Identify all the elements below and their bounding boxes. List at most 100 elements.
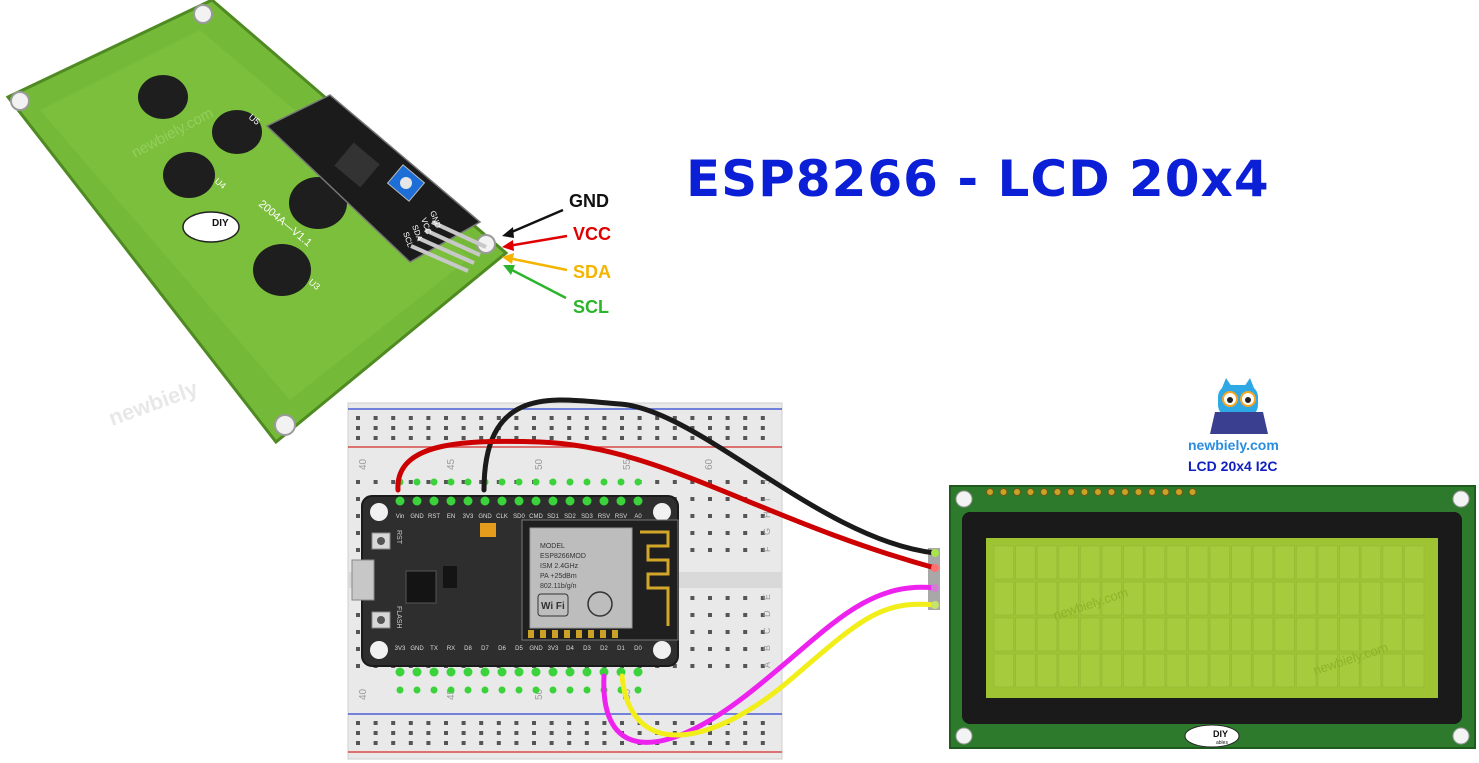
wire-end xyxy=(931,584,939,592)
module-pad xyxy=(576,630,582,638)
lcd-caption: LCD 20x4 I2C xyxy=(1188,458,1278,474)
breadboard-hole xyxy=(725,664,730,668)
esp-pin-label: CLK xyxy=(496,514,508,520)
breadboard-hole xyxy=(426,436,431,440)
lcd-char-cell xyxy=(1339,581,1360,616)
breadboard-hole xyxy=(584,416,589,420)
row-letter: I xyxy=(762,498,772,501)
breadboard-hole xyxy=(708,613,712,617)
row-letter: A xyxy=(762,662,772,668)
breadboard-hole xyxy=(672,721,677,725)
esp-pin-label: GND xyxy=(410,514,424,520)
breadboard-hole xyxy=(760,436,765,440)
lcd-char-cell xyxy=(1080,617,1101,652)
breadboard-hole xyxy=(743,721,748,725)
breadboard-hole xyxy=(760,630,765,634)
breadboard-hole xyxy=(373,416,378,420)
wire-end xyxy=(931,601,939,609)
lcd-header-pin xyxy=(1107,488,1116,496)
lcd-char-cell xyxy=(1123,617,1144,652)
breadboard-hole xyxy=(356,721,360,725)
breadboard-hole xyxy=(532,426,536,430)
arrowhead xyxy=(503,265,515,275)
breadboard-hole xyxy=(725,548,730,552)
breadboard-hole xyxy=(356,531,360,535)
lcd-char-cell xyxy=(993,545,1014,580)
lcd-char-cell xyxy=(1080,581,1101,616)
breadboard-hole xyxy=(708,416,712,420)
lcd-char-cell xyxy=(1188,545,1209,580)
diy-logo xyxy=(182,211,240,243)
breadboard-hole xyxy=(426,416,431,420)
esp-pin-row xyxy=(617,478,625,486)
breadboard-hole xyxy=(760,416,765,420)
owl-pupil xyxy=(1227,397,1233,403)
lcd-char-cell xyxy=(1317,653,1338,688)
breadboard-hole xyxy=(356,613,360,617)
breadboard-hole xyxy=(725,630,730,634)
lcd-header-pin xyxy=(1121,488,1129,496)
row-letter: H xyxy=(762,512,772,519)
lcd-header-pin xyxy=(1134,488,1143,496)
breadboard-hole xyxy=(391,416,396,420)
chip-blob xyxy=(289,177,347,229)
esp-pin-label: D5 xyxy=(515,646,523,652)
lcd-char-cell xyxy=(1188,653,1209,688)
breadboard-hole xyxy=(620,426,624,430)
breadboard-hole xyxy=(637,436,642,440)
breadboard-hole xyxy=(584,741,589,745)
breadboard-hole xyxy=(391,721,396,725)
esp-pin-label: 3V3 xyxy=(548,646,559,652)
button-label: RST xyxy=(395,530,402,545)
breadboard-hole xyxy=(549,721,554,725)
breadboard-hole xyxy=(725,531,730,535)
breadboard-hole xyxy=(391,426,396,430)
breadboard-hole xyxy=(496,416,501,420)
breadboard-hole xyxy=(479,480,484,484)
wire-gnd xyxy=(481,397,938,556)
lcd-pcb-inner xyxy=(40,30,470,400)
esp-pin-label: 3V3 xyxy=(463,514,474,520)
module-text: ESP8266MOD xyxy=(540,553,586,560)
esp-pin-label: RSV xyxy=(615,514,627,520)
i2c-chip xyxy=(334,142,380,188)
button-label: FLASH xyxy=(395,606,402,629)
breadboard-hole xyxy=(479,436,484,440)
breadboard-hole xyxy=(444,436,448,440)
breadboard-hole xyxy=(725,596,730,600)
breadboard-hole xyxy=(426,731,431,735)
breadboard-hole xyxy=(444,721,448,725)
breadboard-hole xyxy=(760,721,765,725)
lcd-char-cell xyxy=(1317,545,1338,580)
owl-pupil xyxy=(1245,397,1251,403)
breadboard-hole xyxy=(584,436,589,440)
lcd-header-pin xyxy=(1094,488,1102,496)
breadboard-hole xyxy=(408,741,413,745)
esp-shield xyxy=(529,527,633,629)
regulator-chip xyxy=(443,566,457,588)
breadboard-hole xyxy=(672,664,677,668)
lcd-char-cell xyxy=(1404,653,1425,688)
lcd-char-cell xyxy=(1360,653,1382,688)
lcd-char-cell xyxy=(1296,653,1317,688)
esp-pin xyxy=(565,667,575,677)
breadboard-hole xyxy=(356,741,360,745)
owl-ear xyxy=(1244,378,1254,388)
breadboard-hole xyxy=(708,548,712,552)
esp-pin-label: D3 xyxy=(583,646,591,652)
breadboard-hole xyxy=(743,531,748,535)
row-letter: C xyxy=(762,627,772,634)
breadboard-hole xyxy=(620,436,624,440)
esp-pin xyxy=(480,667,490,677)
breadboard-hole xyxy=(567,731,572,735)
breadboard-hole xyxy=(496,741,501,745)
breadboard-hole xyxy=(444,731,448,735)
lcd-char-cell xyxy=(1274,653,1295,688)
chip-blob xyxy=(253,244,311,296)
esp-module-pads xyxy=(528,630,618,638)
lcd-char-cell xyxy=(1339,653,1360,688)
